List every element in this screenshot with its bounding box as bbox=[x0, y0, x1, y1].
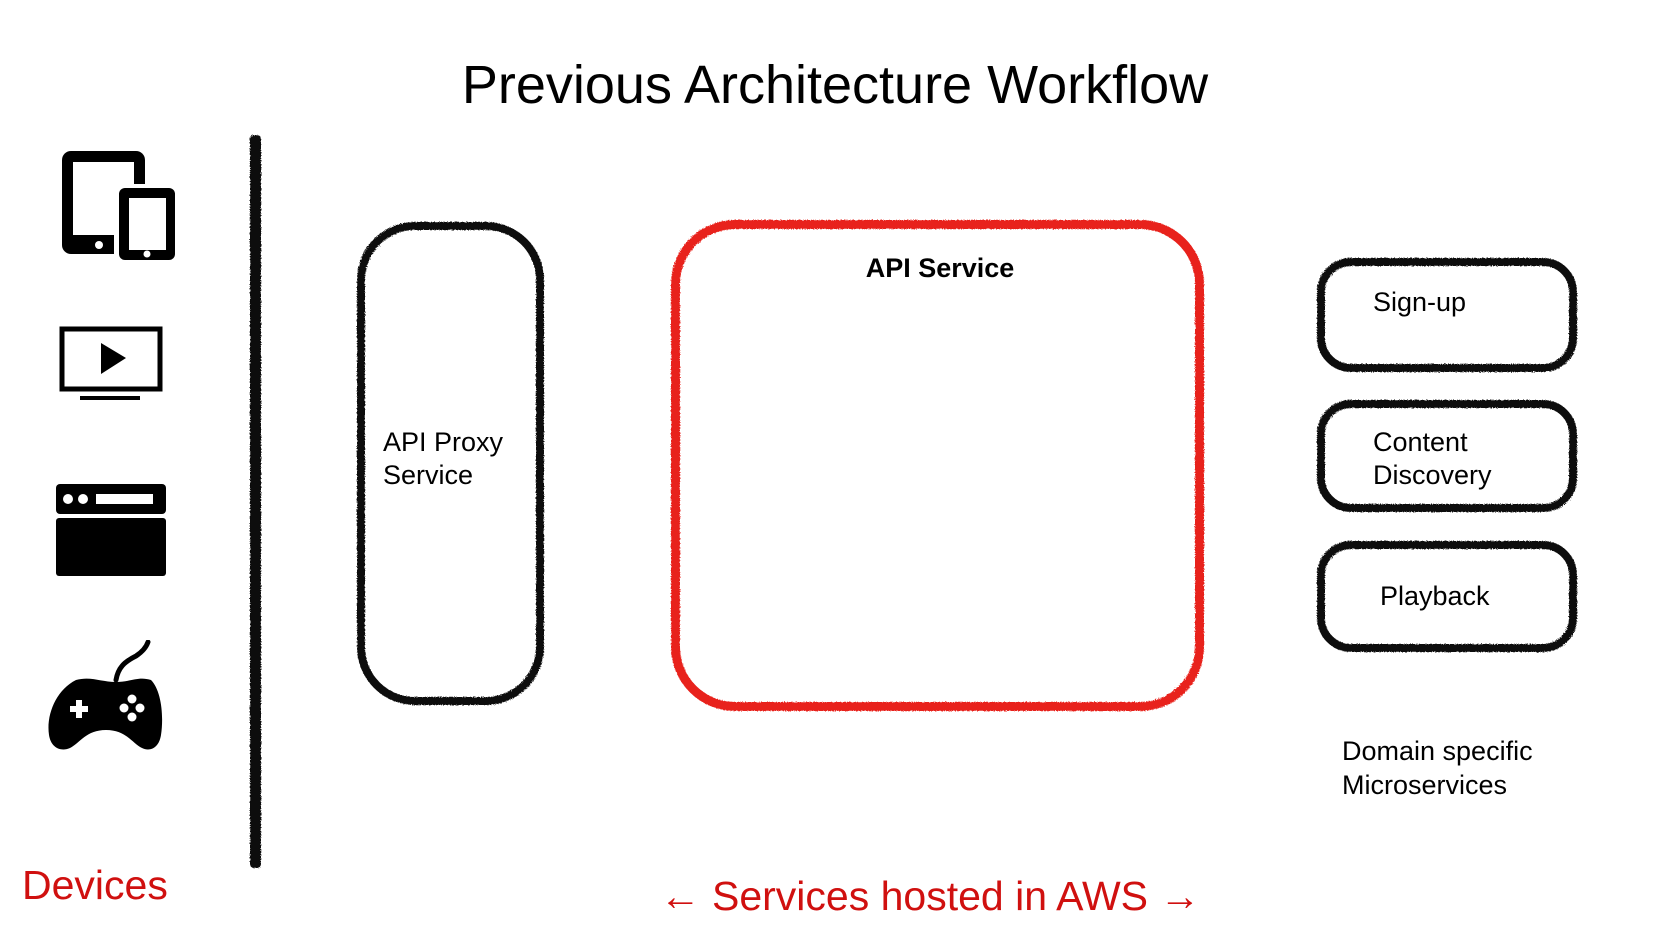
api-proxy-service-label: API Proxy Service bbox=[383, 426, 533, 492]
api-proxy-service-box bbox=[357, 222, 544, 705]
caption-line-2: Microservices bbox=[1342, 770, 1508, 800]
page-title: Previous Architecture Workflow bbox=[461, 55, 1209, 115]
devices-label: Devices bbox=[22, 862, 168, 908]
caption-line-1: Domain specific bbox=[1342, 736, 1533, 766]
api-service-label: API Service bbox=[865, 253, 1015, 283]
microservice-label-line: Sign-up bbox=[1373, 287, 1467, 317]
devices-divider bbox=[250, 135, 261, 868]
browser-window-icon bbox=[56, 484, 166, 576]
microservice-label-content-discovery: Content Discovery bbox=[1373, 426, 1492, 492]
aws-services-label: ← Services hosted in AWS → bbox=[659, 873, 1201, 919]
tablet-phone-icon bbox=[62, 151, 176, 261]
microservice-label-line: Content bbox=[1373, 427, 1468, 457]
microservice-label-line: Playback bbox=[1380, 581, 1490, 611]
api-service-box bbox=[671, 220, 1204, 711]
microservice-box-content-discovery bbox=[1317, 400, 1577, 512]
api-proxy-label-line-1: API Proxy bbox=[383, 427, 504, 457]
api-proxy-label-line-2: Service bbox=[383, 460, 474, 490]
tv-play-icon bbox=[59, 326, 163, 400]
microservice-label-signup: Sign-up bbox=[1373, 286, 1466, 319]
microservice-label-playback: Playback bbox=[1380, 580, 1490, 613]
gamepad-icon bbox=[48, 640, 163, 750]
microservice-box-playback bbox=[1317, 541, 1577, 652]
microservices-caption: Domain specific Microservices bbox=[1342, 734, 1533, 802]
microservice-label-line: Discovery bbox=[1373, 460, 1492, 490]
microservice-box-signup bbox=[1317, 258, 1577, 372]
